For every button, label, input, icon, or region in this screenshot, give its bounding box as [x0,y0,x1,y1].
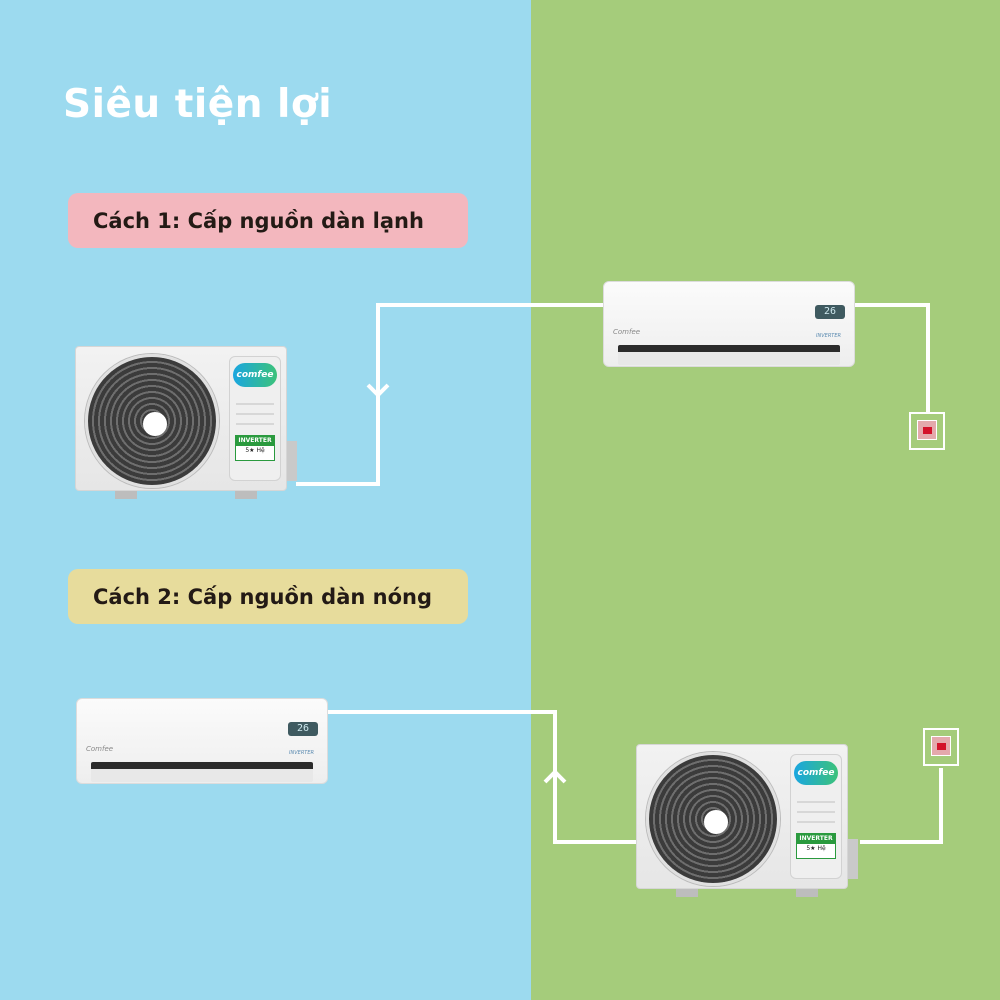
method-2-power-wire [860,768,943,844]
method-2-wire [328,710,636,844]
comfee-logo: comfee [794,761,838,785]
method-1-indoor-unit: 26 Comfee INVERTER [603,281,855,367]
method-2-outdoor-unit: comfee INVERTER 5★ Hệ [636,744,858,897]
fan-icon [85,354,219,488]
method-1-badge: Cách 1: Cấp nguồn dàn lạnh [68,193,468,248]
temperature-display: 26 [815,305,845,319]
up-arrow-icon [543,769,567,784]
comfee-logo: comfee [233,363,277,387]
energy-label: INVERTER 5★ Hệ [235,435,275,461]
temperature-display: 26 [288,722,318,736]
method-1-power-wire [853,303,930,412]
method-2-indoor-unit: 26 Comfee INVERTER [76,698,328,784]
power-socket-icon [923,728,959,766]
air-vent [91,762,313,782]
method-2-badge: Cách 2: Cấp nguồn dàn nóng [68,569,468,624]
method-1-wire [296,303,604,486]
fan-icon [646,752,780,886]
background-indoor-side [0,0,531,1000]
energy-label: INVERTER 5★ Hệ [796,833,836,859]
method-1-outdoor-unit: comfee INVERTER 5★ Hệ [75,346,297,499]
power-socket-icon [909,412,945,450]
page-title: Siêu tiện lợi [63,82,333,127]
down-arrow-icon [366,383,390,398]
air-vent [618,345,840,365]
